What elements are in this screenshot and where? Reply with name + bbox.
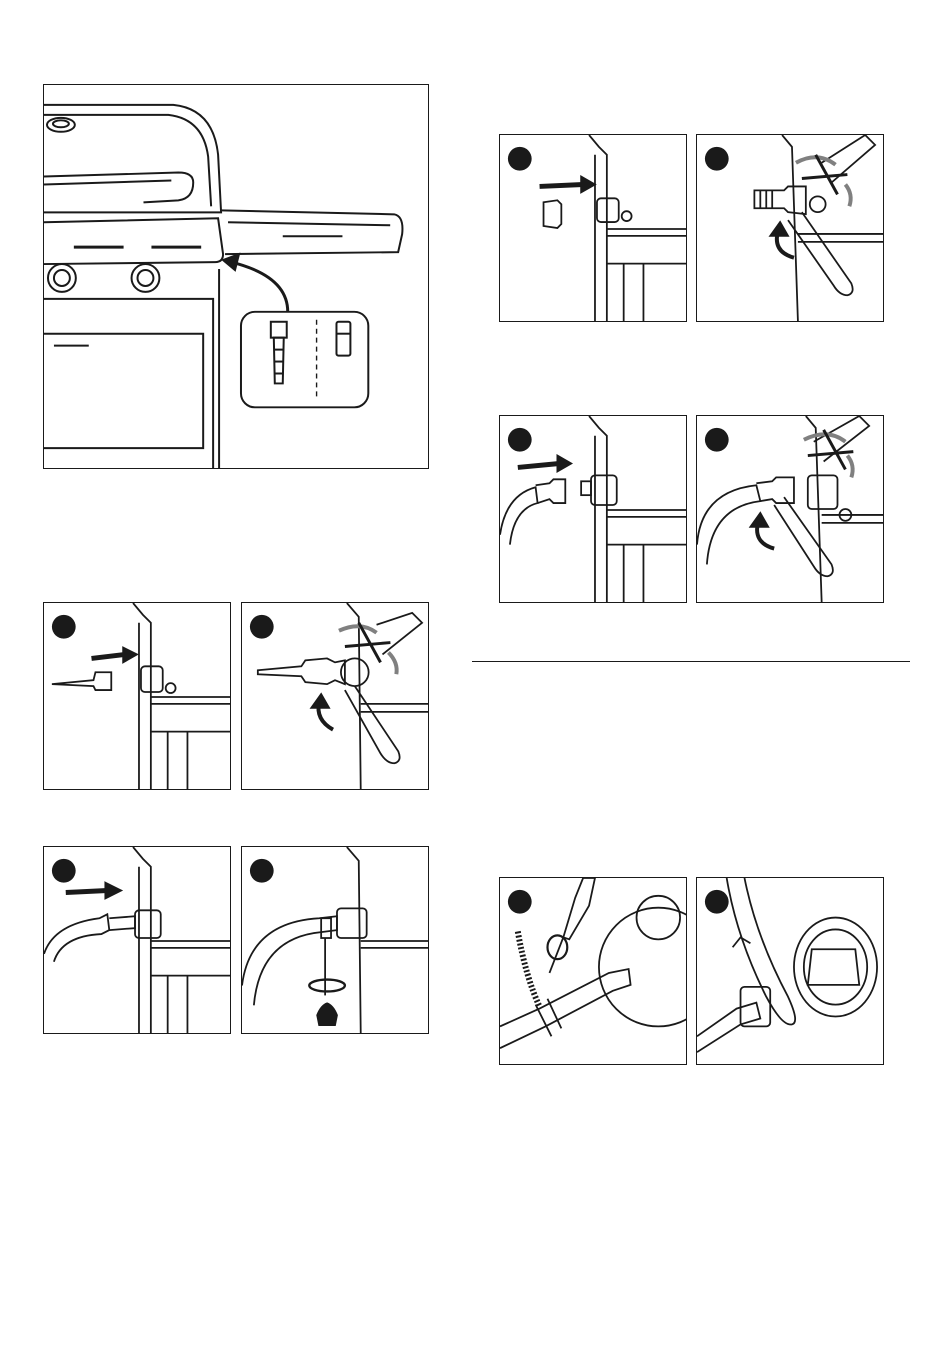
tighten-clamp-screwdriver-illustration xyxy=(242,847,428,1033)
insert-adapter-illustration xyxy=(500,135,686,321)
figure-hose-nozzle-step-1 xyxy=(43,602,231,790)
tighten-nozzle-wrench-illustration xyxy=(242,603,428,789)
step-marker xyxy=(705,147,729,171)
figure-adapter-step-1 xyxy=(499,134,687,322)
step-marker xyxy=(250,859,274,883)
section-divider xyxy=(472,661,910,662)
push-hose-illustration xyxy=(44,847,230,1033)
figure-threaded-hose-step-1 xyxy=(499,415,687,603)
tighten-adapter-wrench-illustration xyxy=(697,135,883,321)
step-marker xyxy=(508,428,532,452)
insert-nozzle-illustration xyxy=(44,603,230,789)
regulator-clamp-screwdriver-illustration xyxy=(500,878,686,1064)
figure-hose-nozzle-step-4 xyxy=(241,846,429,1034)
figure-grill-overview xyxy=(43,84,429,469)
attach-threaded-hose-illustration xyxy=(500,416,686,602)
grill-overview-illustration xyxy=(44,85,428,468)
step-marker xyxy=(250,615,274,639)
figure-hose-nozzle-step-3 xyxy=(43,846,231,1034)
step-marker xyxy=(508,147,532,171)
step-marker xyxy=(508,890,532,914)
figure-adapter-step-2 xyxy=(696,134,884,322)
step-marker xyxy=(52,859,76,883)
figure-threaded-hose-step-2 xyxy=(696,415,884,603)
figure-regulator-step-2 xyxy=(696,877,884,1065)
regulator-cylinder-valve-illustration xyxy=(697,878,883,1064)
figure-hose-nozzle-step-2 xyxy=(241,602,429,790)
step-marker xyxy=(705,428,729,452)
step-marker xyxy=(705,890,729,914)
step-marker xyxy=(52,615,76,639)
tighten-hose-nut-wrench-illustration xyxy=(697,416,883,602)
figure-regulator-step-1 xyxy=(499,877,687,1065)
